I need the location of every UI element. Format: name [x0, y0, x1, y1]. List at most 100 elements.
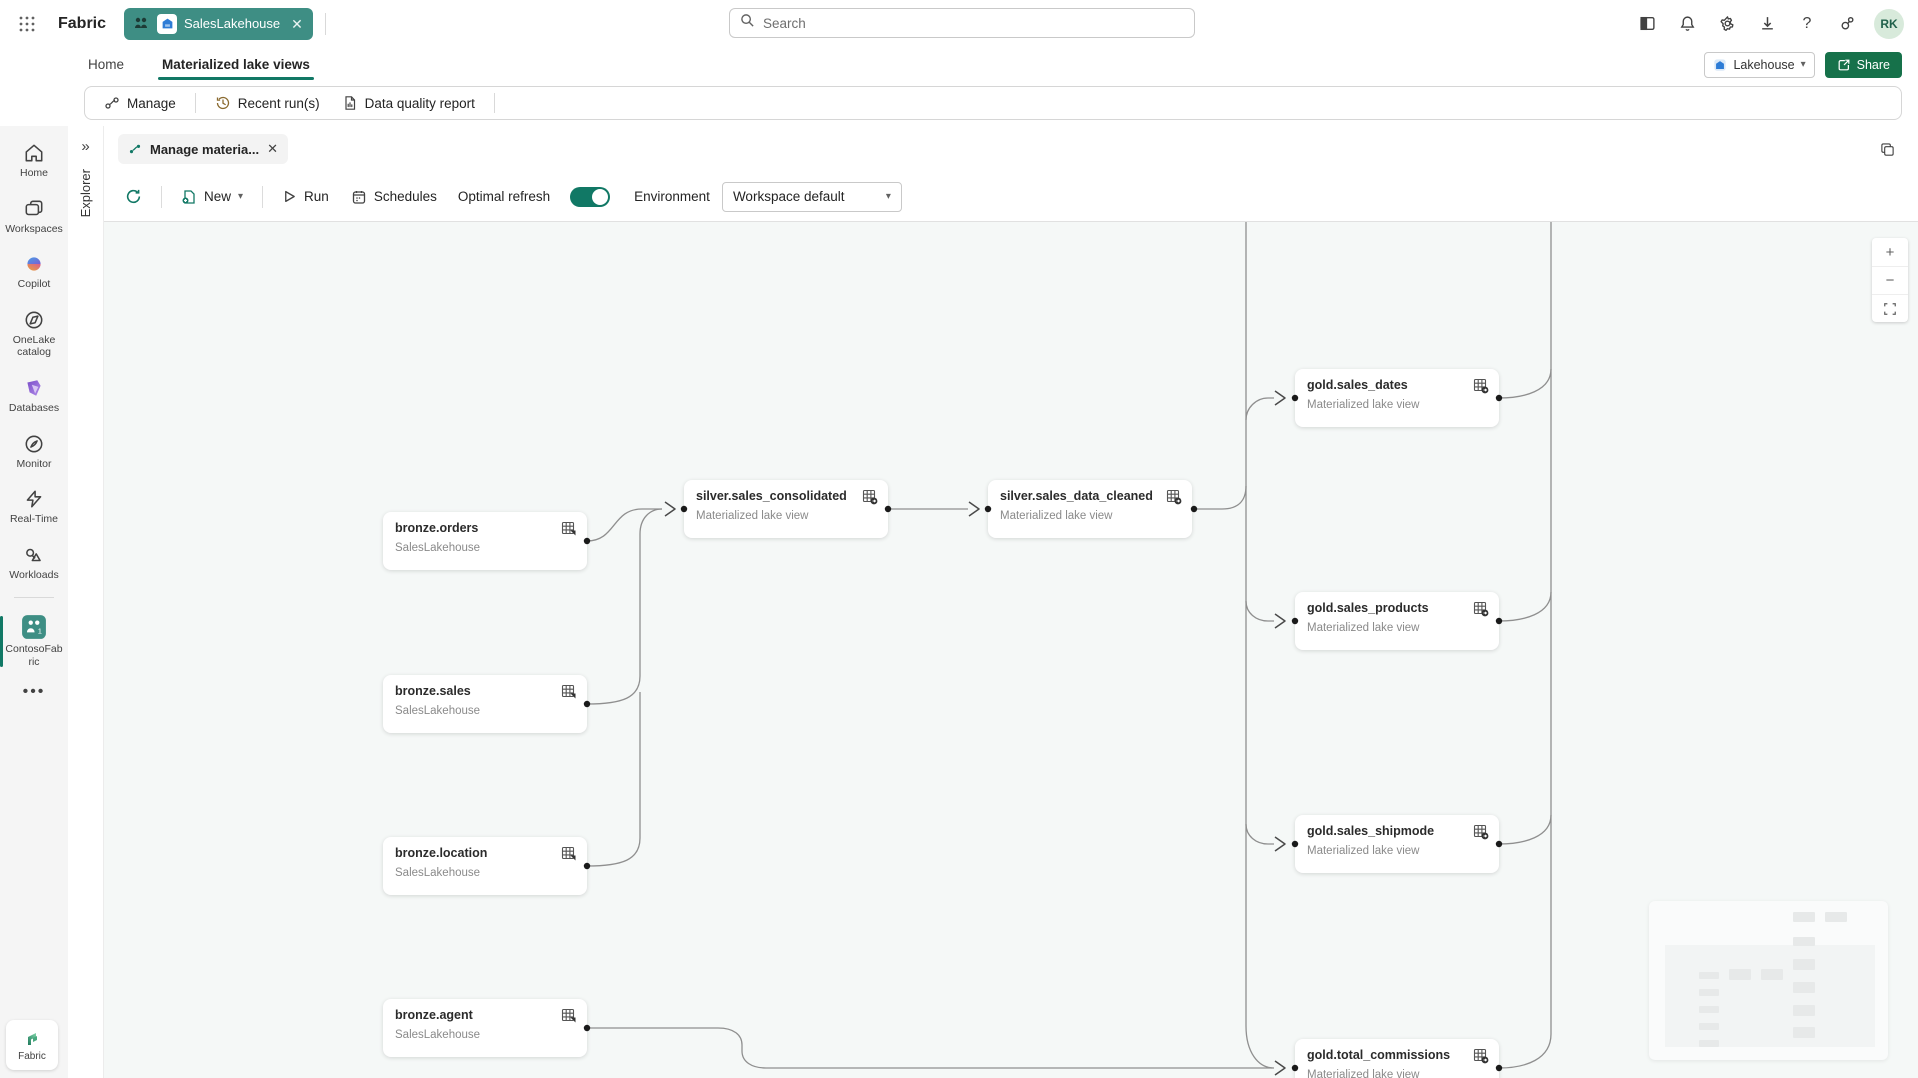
refresh-button[interactable]: [116, 182, 151, 211]
copy-pages-icon[interactable]: [1870, 132, 1904, 166]
sidebar-item-label: Home: [19, 167, 48, 179]
node-bronze-location[interactable]: bronze.location SalesLakehouse: [383, 837, 587, 895]
divider: [324, 12, 326, 35]
sidebar-item-label: Monitor: [16, 457, 52, 470]
sidebar-item-label: OneLake catalog: [12, 333, 56, 359]
sidebar-item-label: ContosoFabric: [5, 643, 63, 668]
sidebar-item-home[interactable]: Home: [3, 136, 65, 186]
share-label: Share: [1856, 57, 1890, 72]
run-button[interactable]: Run: [273, 183, 338, 210]
app-launcher-icon[interactable]: [10, 7, 44, 41]
divider: [161, 185, 162, 208]
run-label: Run: [304, 189, 329, 204]
ribbon: Manage Recent run(s) Data quality report: [84, 86, 1902, 120]
top-app-bar: Fabric SalesLakehouse ✕: [0, 0, 1918, 47]
node-bronze-sales[interactable]: bronze.sales SalesLakehouse: [383, 675, 587, 733]
optimal-refresh-toggle[interactable]: [570, 186, 611, 207]
manage-label: Manage: [127, 95, 176, 111]
zoom-out-button[interactable]: −: [1872, 266, 1908, 294]
node-subtitle: Materialized lake view: [1000, 510, 1113, 522]
node-subtitle: Materialized lake view: [1307, 845, 1420, 857]
recent-runs-label: Recent run(s): [237, 95, 320, 111]
item-type-button[interactable]: Lakehouse ▾: [1704, 51, 1815, 78]
doc-tab-manage-materialized[interactable]: Manage materia... ✕: [118, 134, 289, 164]
recent-runs-button[interactable]: Recent run(s): [206, 90, 329, 116]
brand-title[interactable]: Fabric: [58, 14, 107, 32]
node-subtitle: Materialized lake view: [1307, 622, 1420, 634]
tab-home[interactable]: Home: [88, 57, 125, 72]
canvas-zoom-controls: + −: [1872, 238, 1908, 322]
sidebar-more-icon[interactable]: •••: [22, 682, 46, 700]
sidebar-item-monitor[interactable]: Monitor: [3, 427, 65, 477]
data-quality-report-label: Data quality report: [364, 95, 475, 111]
close-doc-tab-icon[interactable]: ✕: [267, 141, 279, 156]
expand-explorer-icon[interactable]: »: [81, 138, 90, 155]
panel-toggle-icon[interactable]: [1630, 7, 1664, 41]
share-button[interactable]: Share: [1824, 51, 1902, 78]
node-title: bronze.orders: [395, 521, 479, 535]
node-gold-sales-shipmode[interactable]: gold.sales_shipmode Materialized lake vi…: [1295, 815, 1499, 873]
sidebar-item-workspaces[interactable]: Workspaces: [3, 192, 65, 242]
materialized-view-icon: [1473, 824, 1489, 845]
sidebar-item-contosofabric[interactable]: 1 ContosoFabric: [0, 608, 65, 674]
schedules-label: Schedules: [373, 189, 437, 204]
lineage-edges: [583, 222, 1552, 1076]
node-subtitle: SalesLakehouse: [395, 705, 481, 717]
search-input[interactable]: [763, 15, 1184, 31]
sidebar-item-onelake-catalog[interactable]: OneLake catalog: [3, 303, 65, 365]
feedback-icon[interactable]: [1830, 7, 1864, 41]
minimap[interactable]: [1649, 901, 1888, 1060]
node-silver-sales-data-cleaned[interactable]: silver.sales_data_cleaned Materialized l…: [988, 480, 1192, 538]
materialized-view-icon: [1473, 601, 1489, 622]
new-label: New: [204, 189, 232, 204]
doc-tab-label: Manage materia...: [150, 141, 260, 157]
sidebar-item-workloads[interactable]: Workloads: [3, 538, 65, 588]
explorer-label: Explorer: [78, 169, 93, 218]
node-gold-sales-products[interactable]: gold.sales_products Materialized lake vi…: [1295, 592, 1499, 650]
sidebar-item-databases[interactable]: Databases: [3, 371, 65, 421]
node-gold-sales-dates[interactable]: gold.sales_dates Materialized lake view: [1295, 369, 1499, 427]
sidebar-item-label: Copilot: [17, 278, 51, 291]
new-button[interactable]: New ▾: [172, 183, 252, 211]
node-title: gold.sales_products: [1307, 601, 1429, 615]
environment-select[interactable]: Workspace default ▾: [721, 181, 902, 212]
notifications-bell-icon[interactable]: [1670, 7, 1704, 41]
user-avatar[interactable]: RK: [1874, 8, 1904, 39]
node-subtitle: Materialized lake view: [696, 510, 809, 522]
lineage-canvas[interactable]: bronze.orders SalesLakehouse bronze.sale…: [104, 222, 1918, 1078]
lakehouse-icon: [157, 13, 178, 34]
help-icon[interactable]: ?: [1802, 14, 1812, 32]
close-item-tab-icon[interactable]: ✕: [291, 15, 303, 32]
open-item-tab[interactable]: SalesLakehouse ✕: [124, 7, 313, 40]
sidebar-item-copilot[interactable]: Copilot: [3, 247, 65, 297]
node-subtitle: Materialized lake view: [1307, 399, 1420, 411]
data-quality-report-button[interactable]: Data quality report: [333, 90, 484, 116]
node-silver-sales-consolidated[interactable]: silver.sales_consolidated Materialized l…: [684, 480, 888, 538]
schedules-button[interactable]: Schedules: [342, 183, 446, 211]
node-title: silver.sales_data_cleaned: [1000, 489, 1153, 503]
materialized-view-icon: [1473, 378, 1489, 399]
fabric-home-label: Fabric: [18, 1050, 46, 1062]
zoom-in-button[interactable]: +: [1885, 243, 1895, 261]
minimap-viewport: [1665, 945, 1875, 1047]
fit-to-screen-button[interactable]: [1872, 294, 1908, 322]
node-bronze-orders[interactable]: bronze.orders SalesLakehouse: [383, 512, 587, 570]
explorer-panel-collapsed: » Explorer: [68, 126, 104, 1078]
global-search[interactable]: [729, 8, 1195, 38]
fabric-home-button[interactable]: Fabric: [6, 1020, 58, 1070]
manage-button[interactable]: Manage: [95, 90, 185, 116]
settings-gear-icon[interactable]: [1710, 7, 1744, 41]
node-gold-total-commissions[interactable]: gold.total_commissions Materialized lake…: [1295, 1039, 1499, 1078]
node-title: silver.sales_consolidated: [696, 489, 847, 503]
node-subtitle: SalesLakehouse: [395, 1029, 481, 1041]
download-icon[interactable]: [1750, 7, 1784, 41]
chevron-down-icon: ▾: [238, 191, 244, 202]
node-bronze-agent[interactable]: bronze.agent SalesLakehouse: [383, 999, 587, 1057]
divider: [194, 93, 196, 113]
node-title: bronze.sales: [395, 684, 471, 698]
tab-materialized-lake-views[interactable]: Materialized lake views: [158, 47, 314, 82]
node-title: bronze.location: [395, 846, 488, 860]
table-icon: [561, 846, 577, 867]
node-subtitle: SalesLakehouse: [395, 867, 481, 879]
sidebar-item-real-time[interactable]: Real-Time: [3, 482, 65, 532]
